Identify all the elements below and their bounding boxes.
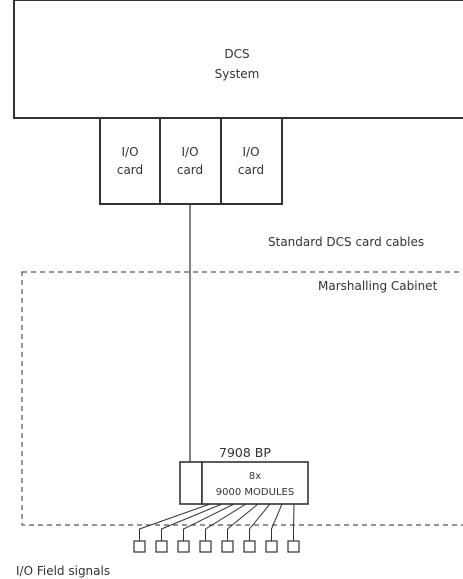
cabinet-label: Marshalling Cabinet xyxy=(318,279,438,293)
field-terminal xyxy=(177,540,190,553)
io-card-2-label-line1: I/O xyxy=(181,145,198,159)
field-signals-label: I/O Field signals xyxy=(16,564,110,578)
io-card xyxy=(159,117,222,205)
field-terminal xyxy=(133,540,146,553)
io-card-group: I/O card I/O card I/O card xyxy=(99,117,283,205)
field-wire xyxy=(161,503,223,541)
io-card-3-label-line2: card xyxy=(238,163,264,177)
field-wiring xyxy=(133,503,300,553)
field-wire xyxy=(249,503,271,541)
dcs-system-label-line2: System xyxy=(215,67,260,81)
io-card xyxy=(220,117,283,205)
modules-box xyxy=(201,461,309,505)
dcs-system-label-line1: DCS xyxy=(224,47,249,61)
modules-label-line1: 8x xyxy=(249,471,261,482)
marshalling-cabinet xyxy=(21,271,463,526)
field-terminal xyxy=(221,540,234,553)
field-terminal xyxy=(155,540,168,553)
field-wire xyxy=(139,503,211,541)
field-wire xyxy=(227,503,259,541)
io-card-1-label-line1: I/O xyxy=(121,145,138,159)
field-wire xyxy=(205,503,247,541)
backplane-label: 7908 BP xyxy=(219,445,271,460)
field-wire xyxy=(293,503,295,541)
cable-label: Standard DCS card cables xyxy=(268,235,424,249)
field-terminal xyxy=(287,540,300,553)
io-card xyxy=(99,117,161,205)
field-terminal xyxy=(243,540,256,553)
dcs-system-box xyxy=(13,0,463,119)
modules-label-line2: 9000 MODULES xyxy=(216,487,294,498)
field-wire xyxy=(271,503,283,541)
field-terminal xyxy=(199,540,212,553)
field-wire xyxy=(183,503,235,541)
io-card-3-label-line1: I/O xyxy=(242,145,259,159)
io-card-2-label-line2: card xyxy=(177,163,203,177)
io-card-1-label-line2: card xyxy=(117,163,143,177)
field-terminal xyxy=(265,540,278,553)
backplane-connector xyxy=(179,461,203,505)
